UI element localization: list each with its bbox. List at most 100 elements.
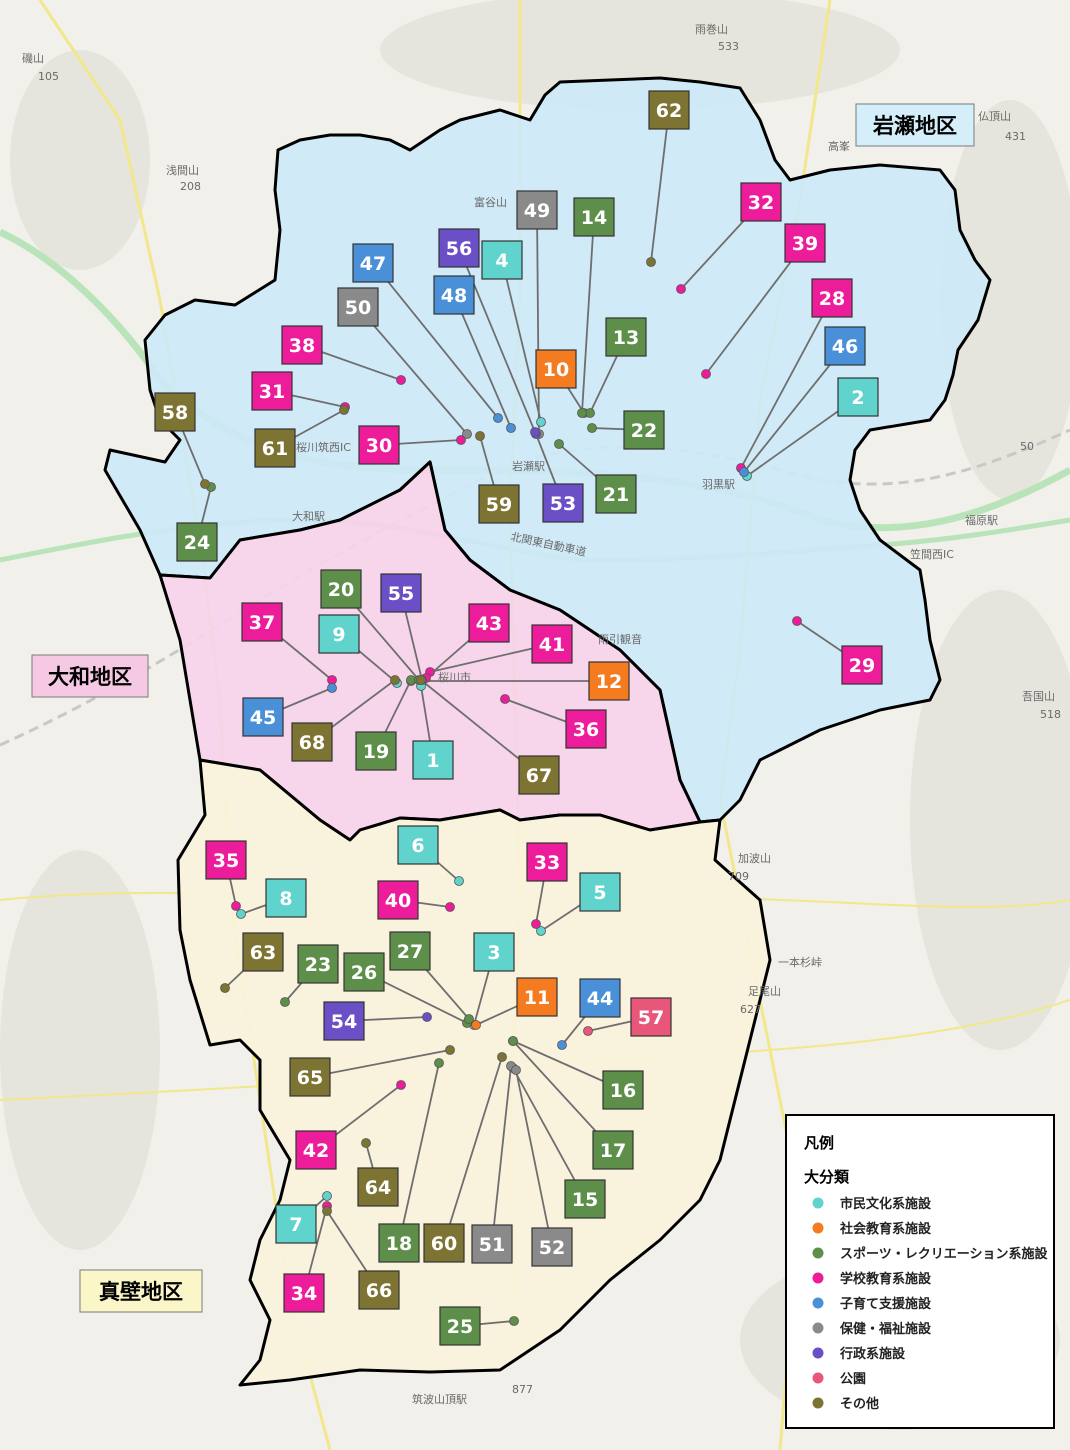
facility-badge-29: 29 <box>841 645 883 685</box>
facility-point-27 <box>464 1014 474 1024</box>
facility-badge-box-31 <box>251 371 293 411</box>
legend-swatch-childcare <box>812 1297 824 1309</box>
facility-badge-box-33 <box>526 842 568 882</box>
facility-badge-13: 13 <box>605 317 647 357</box>
facility-badge-59: 59 <box>478 484 520 524</box>
place-kabasan: 加波山 <box>738 852 771 865</box>
facility-badge-number: 59 <box>486 494 512 516</box>
facility-badge-box-1 <box>412 740 454 780</box>
facility-badge-box-25 <box>439 1306 481 1346</box>
facility-badge-box-58 <box>154 392 196 432</box>
facility-badge-number: 67 <box>526 765 552 787</box>
facility-badge-box-27 <box>389 931 431 971</box>
facility-badge-number: 1 <box>426 750 439 772</box>
facility-badge-number: 42 <box>303 1140 329 1162</box>
facility-badge-box-36 <box>565 709 607 749</box>
facility-badge-box-62 <box>648 90 690 130</box>
facility-badge-box-18 <box>378 1223 420 1263</box>
legend-item-admin: 行政系施設 <box>812 1346 906 1362</box>
facility-badge-number: 16 <box>610 1080 636 1102</box>
facility-badge-67: 67 <box>518 755 560 795</box>
facility-badge-number: 43 <box>476 613 502 635</box>
facility-badge-box-30 <box>358 425 400 465</box>
facility-badge-66: 66 <box>358 1270 400 1310</box>
facility-leader-39 <box>705 242 806 375</box>
facility-badge-44: 44 <box>579 978 621 1018</box>
legend-label-park: 公園 <box>840 1371 866 1387</box>
facility-point-17 <box>508 1036 518 1046</box>
facility-point-25 <box>509 1316 519 1326</box>
district-label-makabe-box <box>79 1269 203 1313</box>
facility-point-57 <box>583 1026 593 1036</box>
facility-badge-number: 26 <box>351 962 377 984</box>
facility-point-38 <box>396 375 406 385</box>
facility-badge-number: 63 <box>250 942 276 964</box>
facility-badge-box-2 <box>837 377 879 417</box>
facility-badge-box-64 <box>357 1167 399 1207</box>
facility-badge-box-15 <box>564 1179 606 1219</box>
facility-badge-number: 33 <box>534 852 560 874</box>
facility-point-45 <box>327 683 337 693</box>
facility-point-48 <box>506 423 516 433</box>
facility-badge-number: 57 <box>638 1007 664 1029</box>
facility-badge-number: 28 <box>819 288 845 310</box>
facility-point-32 <box>676 284 686 294</box>
facility-badge-15: 15 <box>564 1179 606 1219</box>
facility-badge-58: 58 <box>154 392 196 432</box>
facility-badge-54: 54 <box>323 1001 365 1041</box>
facility-badge-34: 34 <box>283 1273 325 1313</box>
facility-point-59 <box>475 431 485 441</box>
facility-badge-number: 29 <box>849 655 875 677</box>
legend-label-childcare: 子育て支援施設 <box>840 1296 932 1312</box>
facility-badge-box-47 <box>352 243 394 283</box>
facility-badge-49: 49 <box>516 190 558 230</box>
facility-badge-62: 62 <box>648 90 690 130</box>
legend-swatch-culture <box>812 1197 824 1209</box>
facility-badge-38: 38 <box>281 325 323 365</box>
facility-badge-box-54 <box>323 1001 365 1041</box>
facility-badge-box-68 <box>291 722 333 762</box>
place-isoyama-elev: 105 <box>38 70 59 83</box>
facility-badge-2: 2 <box>837 377 879 417</box>
facility-badge-30: 30 <box>358 425 400 465</box>
facility-badge-box-28 <box>811 278 853 318</box>
facility-badge-number: 60 <box>431 1233 457 1255</box>
facility-leader-62 <box>650 109 670 263</box>
facility-badge-number: 8 <box>279 888 292 910</box>
legend-item-other: その他 <box>812 1396 879 1412</box>
place-ashio-elev: 627 <box>740 1003 761 1016</box>
facility-badge-box-29 <box>841 645 883 685</box>
place-sakuragawa-ic: 桜川筑西IC <box>296 440 351 454</box>
facility-badge-box-50 <box>337 287 379 327</box>
facility-badge-box-37 <box>241 602 283 642</box>
facility-badge-number: 17 <box>600 1140 626 1162</box>
facility-badge-box-11 <box>516 977 558 1017</box>
legend: 凡例 大分類 市民文化系施設社会教育系施設スポーツ・レクリエーション系施設学校教… <box>785 1114 1055 1429</box>
facility-badge-45: 45 <box>242 697 284 737</box>
facility-point-47 <box>493 413 503 423</box>
place-wagakuni-elev: 518 <box>1040 708 1061 721</box>
legend-item-welfare: 保健・福祉施設 <box>812 1321 932 1337</box>
facility-badge-37: 37 <box>241 602 283 642</box>
facility-leader-60 <box>443 1056 503 1244</box>
facility-point-44 <box>557 1040 567 1050</box>
place-sengen-elev: 208 <box>180 180 201 193</box>
facility-leader-52 <box>515 1069 553 1248</box>
facility-badge-number: 11 <box>524 987 550 1009</box>
facility-badge-box-14 <box>573 197 615 237</box>
place-ashio: 足尾山 <box>748 985 781 998</box>
facility-badge-number: 55 <box>388 583 414 605</box>
facility-badge-box-40 <box>377 880 419 920</box>
facility-badge-39: 39 <box>784 223 826 263</box>
facility-point-18 <box>434 1058 444 1068</box>
facility-leader-51 <box>491 1065 512 1245</box>
facility-badge-36: 36 <box>565 709 607 749</box>
facility-point-61 <box>339 405 349 415</box>
facility-badges: 1234567891011121314151617181920212223242… <box>154 90 883 1346</box>
facility-leader-15 <box>512 1067 586 1200</box>
facility-badge-number: 7 <box>289 1214 302 1236</box>
facility-badge-11: 11 <box>516 977 558 1017</box>
facility-badge-box-21 <box>595 474 637 514</box>
facility-badge-27: 27 <box>389 931 431 971</box>
facility-badge-53: 53 <box>542 483 584 523</box>
